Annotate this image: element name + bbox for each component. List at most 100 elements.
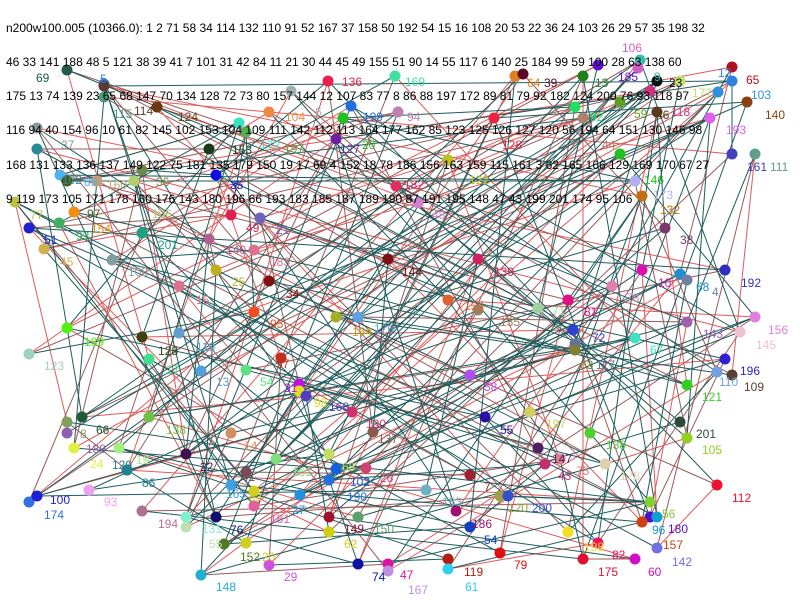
candidate-edge: [14, 201, 255, 507]
city-label: 75: [576, 464, 590, 478]
city-node: [651, 106, 663, 118]
city-node: [218, 538, 230, 550]
city-node: [136, 164, 148, 176]
city-node: [240, 466, 252, 478]
city-node: [323, 448, 335, 460]
city-node: [636, 190, 648, 202]
city-node: [636, 516, 648, 528]
city-label: 201: [696, 427, 716, 441]
city-node: [726, 75, 738, 87]
city-label: 122: [469, 173, 489, 187]
tour-edge: [298, 383, 471, 476]
candidate-edge: [36, 127, 210, 240]
tour-edge: [66, 421, 128, 471]
city-label: 181: [270, 512, 290, 526]
city-label: 110: [719, 375, 738, 389]
city-label: 22: [200, 460, 214, 474]
city-node: [128, 175, 140, 187]
city-label: 93: [104, 495, 118, 509]
city-label: 95: [270, 317, 284, 331]
candidate-edge: [597, 111, 658, 544]
city-label: 173: [653, 188, 673, 202]
city-node: [352, 511, 364, 523]
candidate-edge: [275, 101, 621, 460]
tour-edge: [253, 309, 479, 507]
candidate-edge: [342, 117, 718, 373]
city-label: 118: [671, 105, 690, 119]
city-label: 172: [260, 138, 280, 152]
city-label: 196: [740, 364, 760, 378]
tour-edge: [185, 117, 344, 455]
city-label: 117: [596, 358, 615, 372]
city-label: 138: [606, 438, 626, 452]
city-label: 59: [634, 107, 648, 121]
city-node: [121, 464, 133, 476]
city-node: [9, 196, 21, 208]
city-node: [195, 365, 207, 377]
candidate-edge: [350, 105, 741, 333]
candidate-edge: [529, 331, 741, 413]
city-node: [248, 306, 260, 318]
candidate-edge: [103, 83, 202, 372]
candidate-edge: [118, 447, 449, 560]
city-node: [711, 479, 723, 491]
candidate-edge: [484, 416, 599, 544]
candidate-edge: [357, 75, 584, 318]
city-label: 20: [362, 138, 376, 152]
tour-edge: [268, 111, 733, 376]
candidate-edge: [328, 117, 495, 455]
city-node: [412, 197, 424, 209]
city-node: [337, 112, 349, 124]
city-node: [629, 175, 641, 187]
tour-edge: [73, 169, 143, 449]
city-node: [464, 469, 476, 481]
tour-edge: [455, 285, 613, 512]
tour-edge: [185, 343, 576, 528]
candidate-edge: [589, 117, 711, 434]
candidate-edge: [111, 249, 255, 261]
city-label: 35: [230, 178, 244, 192]
city-label: 168: [329, 400, 349, 414]
tour-edge: [133, 180, 539, 309]
city-node: [136, 331, 148, 343]
city-node: [23, 496, 35, 508]
candidate-edge: [185, 238, 210, 455]
city-label: 175: [598, 565, 618, 579]
city-node: [562, 526, 574, 538]
candidate-edge: [59, 174, 636, 182]
city-node: [629, 553, 641, 565]
tour-header: n200w100.005 (10366.0): 1 2 71 58 34 114…: [6, 0, 709, 228]
city-label: 114: [134, 104, 153, 118]
tour-edge: [28, 80, 681, 355]
city-node: [263, 559, 275, 571]
city-label: 189: [86, 442, 106, 456]
city-node: [367, 426, 379, 438]
candidate-edge: [230, 273, 681, 486]
candidate-edge: [537, 64, 599, 309]
city-node: [524, 406, 536, 418]
city-label: 130: [366, 417, 386, 431]
candidate-edge: [66, 117, 584, 182]
city-label: 136: [342, 75, 362, 89]
city-node: [322, 75, 334, 87]
city-node: [143, 353, 155, 365]
city-label: 137: [378, 432, 398, 446]
city-node: [651, 511, 663, 523]
city-node: [592, 537, 604, 549]
tour-edge: [634, 180, 688, 439]
tour-edge: [141, 105, 352, 234]
city-label: 17: [166, 363, 180, 377]
tour-edge: [73, 111, 399, 213]
city-label: 69: [36, 71, 50, 85]
tour-edge: [731, 153, 756, 376]
city-node: [352, 311, 364, 323]
tour-edge: [357, 75, 584, 565]
tour-edge: [178, 285, 247, 371]
city-label: 153: [232, 143, 252, 157]
city-label: 140: [765, 108, 785, 122]
city-node: [180, 521, 192, 533]
city-node: [323, 511, 335, 523]
city-node: [210, 511, 222, 523]
city-label: 120: [112, 458, 132, 472]
city-node: [636, 264, 648, 276]
